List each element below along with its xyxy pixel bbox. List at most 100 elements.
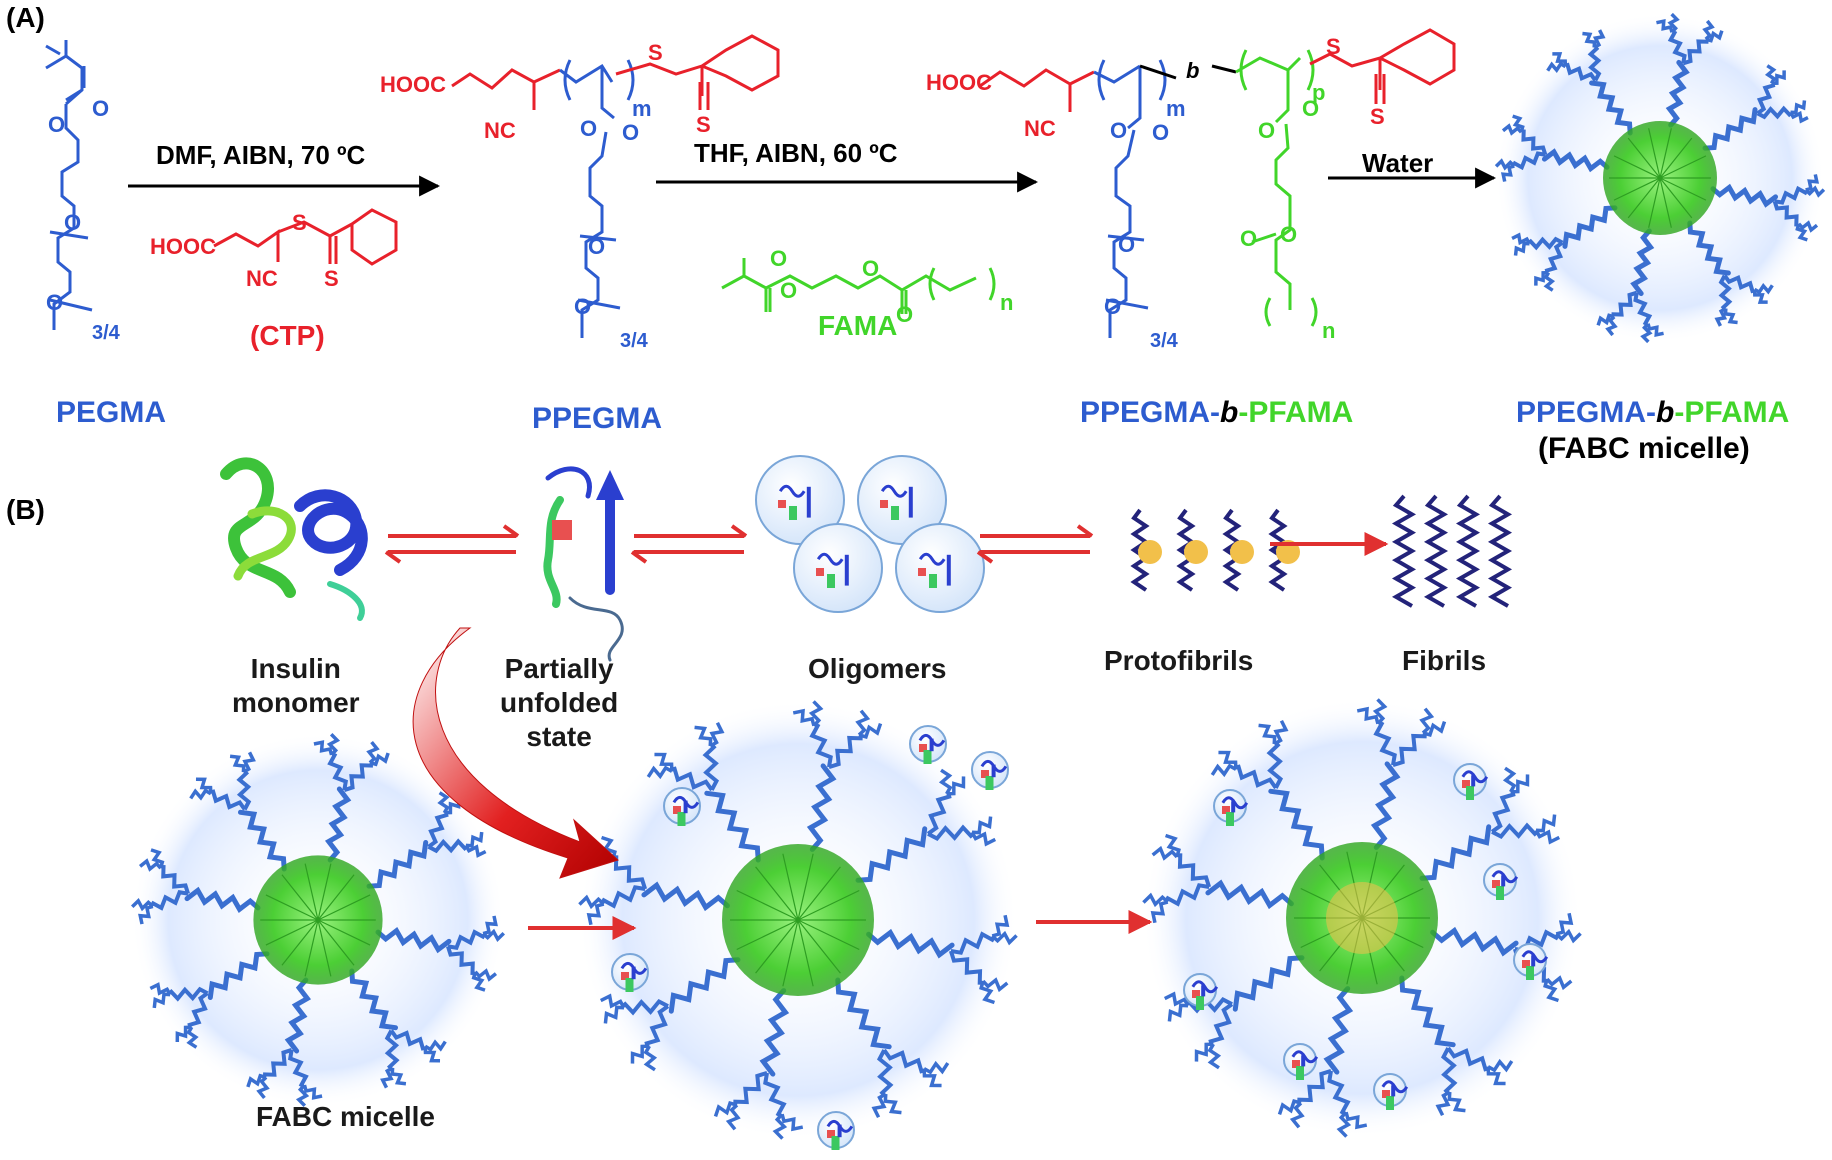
micelle-twig bbox=[1646, 323, 1664, 338]
micelle-twig bbox=[858, 722, 883, 739]
oligomer-residue bbox=[923, 750, 932, 764]
ppegma-s1: S bbox=[648, 40, 663, 65]
micelle-arm bbox=[1232, 955, 1305, 1012]
micelle-twig bbox=[981, 977, 1009, 993]
micelle-arm bbox=[1589, 80, 1633, 136]
copolymer-o4: O bbox=[1104, 294, 1122, 319]
oligomer-residue bbox=[621, 972, 629, 980]
ppegma-structure bbox=[451, 34, 780, 338]
pegma-o3: O bbox=[64, 210, 82, 235]
equilibrium-arrow-2 bbox=[630, 524, 748, 564]
micelle-core-chain bbox=[317, 874, 355, 921]
micelle-twig bbox=[1277, 1099, 1302, 1116]
micelle-twig bbox=[465, 831, 484, 848]
oligomer-residue bbox=[827, 574, 835, 588]
micelle-twig bbox=[1494, 158, 1516, 171]
ppegma-sub: 3/4 bbox=[620, 330, 648, 352]
micelle-branch bbox=[644, 1004, 670, 1046]
micelle-branch bbox=[1527, 236, 1564, 251]
micelle-twig bbox=[464, 844, 487, 858]
ctp-hooc: HOOC bbox=[150, 234, 216, 259]
oligomer-residue bbox=[1492, 880, 1500, 888]
micelle-twig bbox=[1592, 29, 1606, 50]
micelle-twig bbox=[1502, 766, 1517, 793]
micelle-core-chain bbox=[317, 863, 332, 921]
micelle-twig bbox=[1764, 64, 1777, 85]
micelle-branch bbox=[733, 1070, 768, 1105]
oligomer-residue bbox=[891, 506, 899, 520]
micelle-twig bbox=[1795, 223, 1808, 242]
ppegma-o3: O bbox=[588, 234, 606, 259]
oligomer-residue bbox=[673, 806, 681, 814]
copolymer-s1: S bbox=[1326, 34, 1341, 59]
oligomer-bubble bbox=[793, 523, 883, 613]
micelle-twig bbox=[1543, 978, 1560, 1003]
micelle-arm bbox=[1419, 824, 1492, 881]
oligomer-residue bbox=[625, 978, 634, 992]
micelle-twig bbox=[970, 831, 997, 847]
ppegma-o4: O bbox=[574, 294, 592, 319]
oligomer-residue bbox=[789, 506, 797, 520]
micelle-twig bbox=[195, 777, 213, 794]
micelle-twig bbox=[1702, 19, 1715, 41]
ctp-s2: S bbox=[324, 266, 339, 291]
micelle-twig bbox=[1447, 1091, 1466, 1113]
micelle-twig bbox=[424, 1039, 447, 1052]
micelle-twig bbox=[1705, 30, 1724, 43]
micelle-arm bbox=[324, 786, 352, 863]
micelle-branch bbox=[1392, 733, 1427, 768]
micelle-twig bbox=[586, 902, 605, 926]
micelle-branch bbox=[926, 794, 952, 836]
pegma-o2: O bbox=[48, 112, 66, 137]
protofibril-strand bbox=[1222, 508, 1242, 592]
micelle-twig bbox=[1422, 720, 1447, 737]
oligomers-cluster bbox=[755, 455, 985, 613]
micelle-core-chain bbox=[1648, 177, 1661, 228]
ctp-label: (CTP) bbox=[250, 320, 325, 351]
fibrils-graphic bbox=[1391, 494, 1513, 608]
fabc-micelle-note: (FABC micelle) bbox=[1538, 432, 1750, 465]
micelle-twig bbox=[1797, 220, 1819, 233]
micelle-core-chain bbox=[1627, 137, 1661, 179]
micelle-branch bbox=[187, 991, 209, 1028]
micelle-branch bbox=[1440, 1047, 1458, 1094]
micelle-core-chain bbox=[1613, 155, 1661, 179]
micelle-arm bbox=[1702, 107, 1758, 151]
micelle-twig bbox=[1164, 833, 1181, 858]
micelle-twig bbox=[1805, 174, 1820, 192]
micelle-twig bbox=[229, 754, 246, 773]
micelle-twig bbox=[242, 751, 256, 774]
micelle-arm bbox=[237, 809, 287, 872]
insulin-monomer-ribbon bbox=[220, 457, 368, 621]
micelle-twig bbox=[131, 897, 155, 912]
micelle-twig bbox=[1372, 698, 1388, 725]
micelle-twig bbox=[1788, 110, 1809, 124]
micelle-twig bbox=[855, 709, 871, 737]
micelle-arm bbox=[1323, 986, 1354, 1075]
micelle-twig bbox=[1771, 70, 1786, 86]
step3-conditions: Water bbox=[1362, 148, 1434, 178]
micelle-core-chain bbox=[797, 919, 814, 987]
copolymer-n: n bbox=[1322, 318, 1336, 343]
micelle-branch bbox=[1186, 996, 1233, 1014]
fabc-micelle-top bbox=[1494, 12, 1826, 344]
micelle-branch bbox=[1774, 185, 1808, 205]
micelle-twig bbox=[1555, 928, 1582, 944]
micelle-twig bbox=[883, 1093, 902, 1115]
micelle-branch bbox=[1446, 1046, 1488, 1072]
micelle-core-chain bbox=[797, 919, 841, 974]
micelle-twig bbox=[780, 1113, 804, 1132]
curved-binding-arrow bbox=[412, 627, 619, 879]
micelle-core-chain bbox=[1659, 155, 1707, 179]
micelle-branch bbox=[210, 789, 247, 811]
fama-label: FAMA bbox=[818, 310, 898, 341]
micelle-arm bbox=[1562, 205, 1618, 249]
micelle-twig bbox=[1723, 308, 1738, 325]
micelle-core-chain bbox=[1659, 137, 1693, 179]
micelle-twig bbox=[646, 765, 673, 780]
micelle-arm bbox=[1205, 879, 1294, 910]
oligomer-residue bbox=[1192, 990, 1200, 998]
oligomer-residue bbox=[1496, 886, 1504, 900]
micelle-twig bbox=[1356, 706, 1380, 725]
